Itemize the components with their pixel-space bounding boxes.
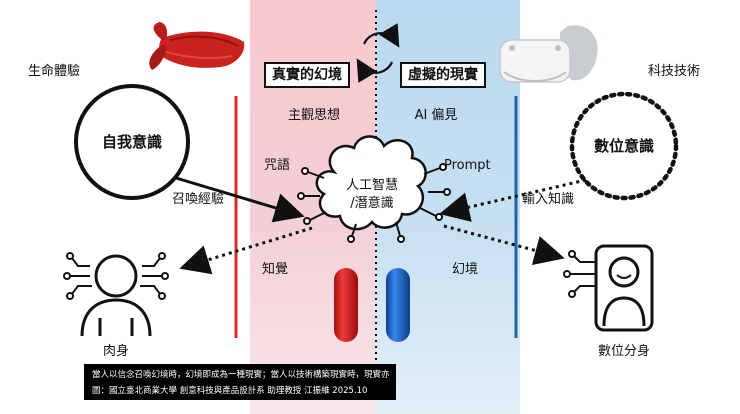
subjective-thought-label: 主觀思想 [287, 108, 341, 123]
brain-icon [297, 135, 451, 243]
cycle-arrows-icon [356, 23, 400, 83]
summon-experience-label: 召喚經驗 [172, 192, 225, 207]
red-headband-icon [149, 22, 245, 70]
virtual-reality-title: 虛擬的現實 [400, 62, 486, 88]
digital-avatar-icon [563, 244, 654, 332]
vr-headset-icon [499, 25, 598, 83]
input-knowledge-label: 輸入知識 [522, 192, 575, 207]
self-consciousness-label: 自我意識 [101, 133, 163, 151]
arrow-input [439, 178, 587, 222]
illusion-label: 幻境 [452, 262, 479, 277]
caption-box: 當人以信念召喚幻境時，幻境即成為一種現實；當人以技術構築現實時，現實亦成為一種幻… [84, 364, 396, 400]
right-heading: 科技技術 [648, 64, 701, 79]
left-heading: 生命體驗 [28, 64, 81, 79]
digital-consciousness-label: 數位意識 [593, 137, 655, 155]
caption-line-1: 當人以信念召喚幻境時，幻境即成為一種現實；當人以技術構築現實時，現實亦成為一種幻… [92, 370, 390, 380]
arrow-summon [175, 176, 305, 223]
digital-consciousness-circle [569, 91, 679, 201]
center-label-line2: /潛意識 [350, 196, 394, 211]
body-label: 肉身 [102, 344, 130, 359]
digital-avatar-label: 數位分身 [597, 344, 651, 359]
blue-pill-icon [386, 268, 410, 342]
red-pill-icon [334, 268, 358, 342]
ai-bias-label: AI 偏見 [414, 108, 458, 123]
real-illusion-title: 真實的幻境 [264, 62, 350, 88]
arrow-illusion [443, 224, 565, 266]
perception-label: 知覺 [262, 262, 289, 277]
caption-line-2: 圖：國立臺北商業大學 創意科技與產品設計系 助理教授 江振維 2025.10 [92, 386, 368, 396]
prompt-label: Prompt [444, 158, 491, 173]
arrow-perception [179, 226, 313, 275]
self-consciousness-circle [74, 84, 190, 200]
incantation-label: 咒語 [264, 158, 291, 173]
body-figure-icon [63, 252, 169, 337]
center-label-line1: 人工智慧 [345, 178, 399, 193]
